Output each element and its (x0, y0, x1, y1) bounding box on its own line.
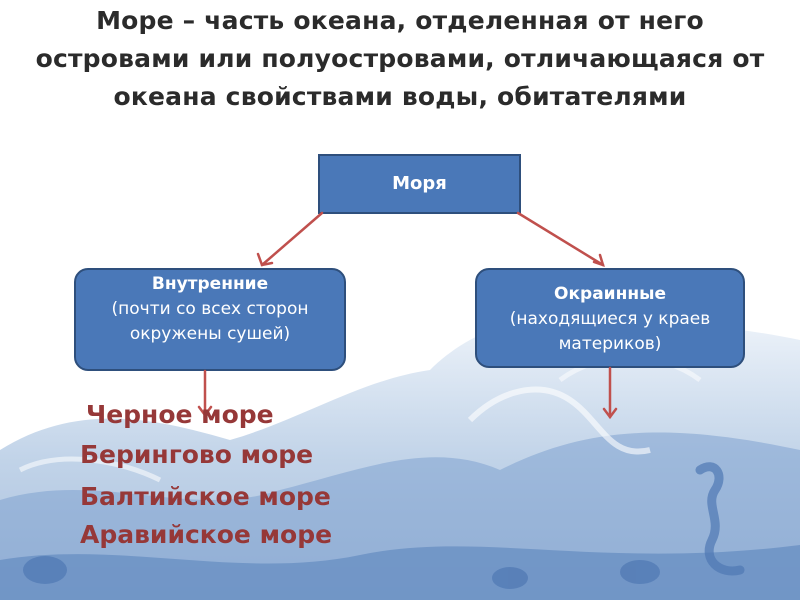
arrowhead-inland-down (197, 405, 213, 418)
page-title: Море – часть океана, отделенная от него … (35, 6, 765, 111)
box-inland-heading: Внутренние (151, 274, 269, 294)
arrow-to-inland (260, 211, 324, 267)
arrow-to-marginal (516, 211, 605, 267)
box-marginal-seas: Окраинные (находящиеся у краев материков… (475, 268, 745, 368)
box-seas: Моря (318, 154, 521, 214)
box-inland-description: (почти со всех сторон окружены сушей) (111, 299, 309, 344)
arrowhead-inland (256, 252, 274, 267)
fish-icon (23, 556, 660, 589)
sea-item-bering: Берингово море (80, 440, 314, 469)
arrowhead-marginal (592, 253, 605, 267)
box-inland-seas: Внутренние (почти со всех сторон окружен… (74, 268, 346, 371)
seahorse-icon (695, 462, 745, 576)
box-marginal-heading: Окраинные (554, 284, 666, 304)
box-marginal-description: (находящиеся у краев материков) (509, 309, 711, 354)
sea-item-baltic: Балтийское море (80, 482, 331, 511)
sea-item-black: Черное море (86, 400, 274, 429)
sea-item-arabian: Аравийское море (80, 520, 333, 549)
arrowhead-marginal-down (602, 407, 618, 420)
